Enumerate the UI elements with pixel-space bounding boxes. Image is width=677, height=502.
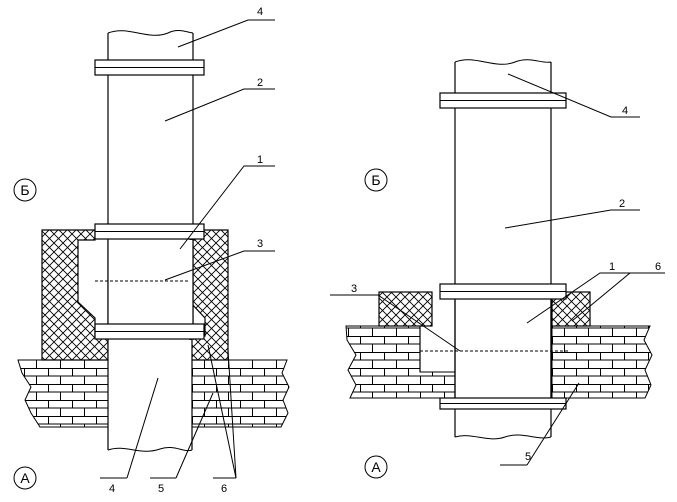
right-zone-upper-marker: Б bbox=[364, 168, 388, 192]
right-leaders bbox=[330, 73, 665, 466]
right-brick-wall bbox=[345, 325, 653, 399]
right-seal-block bbox=[378, 291, 591, 327]
left-callout-2: 2 bbox=[257, 77, 263, 89]
right-callout-1: 1 bbox=[609, 261, 615, 273]
left-upper-pipe bbox=[107, 30, 194, 340]
left-ring-lower bbox=[94, 323, 205, 340]
left-callout-4-bottom: 4 bbox=[109, 483, 115, 495]
left-callout-5: 5 bbox=[158, 483, 164, 495]
right-ring-middle bbox=[439, 283, 567, 300]
left-zone-upper-label: Б bbox=[20, 182, 29, 198]
left-ring-middle bbox=[94, 223, 205, 240]
left-zone-upper-marker: Б bbox=[13, 178, 37, 202]
right-callout-2: 2 bbox=[619, 198, 625, 210]
left-callout-1: 1 bbox=[257, 154, 263, 166]
left-leaders bbox=[100, 19, 275, 479]
right-drawing: 4 2 1 6 3 5 Б А bbox=[330, 59, 665, 479]
right-zone-lower-marker: А bbox=[364, 455, 388, 479]
left-callout-4-top: 4 bbox=[257, 6, 263, 18]
left-callout-6: 6 bbox=[221, 483, 227, 495]
right-callout-4: 4 bbox=[622, 105, 628, 117]
left-zone-lower-marker: А bbox=[13, 466, 37, 490]
left-zone-lower-label: А bbox=[20, 470, 30, 486]
right-ring-top bbox=[439, 92, 567, 109]
right-zone-lower-label: А bbox=[371, 459, 381, 475]
right-callout-5: 5 bbox=[525, 451, 531, 463]
right-callout-3: 3 bbox=[351, 283, 357, 295]
left-lower-pipe bbox=[107, 340, 193, 452]
right-callout-6: 6 bbox=[655, 261, 661, 273]
left-drawing: 4 2 1 3 4 5 6 Б А bbox=[13, 6, 290, 495]
left-ring-top bbox=[94, 59, 205, 76]
right-pipe bbox=[454, 59, 552, 440]
left-callout-3: 3 bbox=[257, 238, 263, 250]
right-zone-upper-label: Б bbox=[371, 172, 380, 188]
right-ring-bottom bbox=[439, 397, 567, 410]
